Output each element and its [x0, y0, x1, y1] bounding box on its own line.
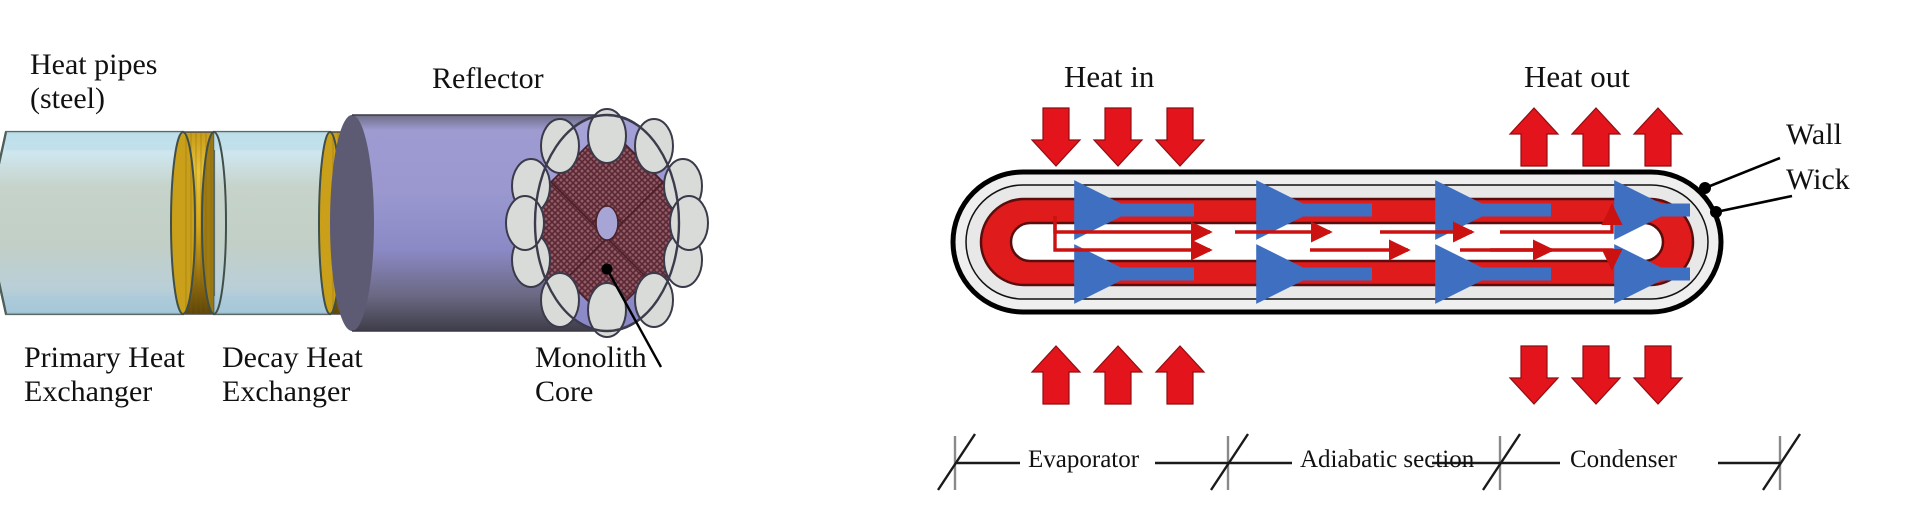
label-heat-out: Heat out [1524, 59, 1630, 94]
label-heat-pipes: Heat pipes (steel) [30, 48, 158, 115]
monolith-core-leader [601, 263, 663, 368]
heat-in-arrows-top [1030, 107, 1206, 167]
heat-in-arrows-bottom [1030, 345, 1206, 405]
label-decay-heat-exchanger: Decay Heat Exchanger [222, 341, 363, 408]
heat-out-arrows-top [1508, 107, 1684, 167]
heat-out-arrows-bottom [1508, 345, 1684, 405]
label-wall: Wall [1786, 118, 1842, 151]
primary-heat-exchanger-body [0, 130, 185, 316]
label-condenser: Condenser [1570, 446, 1677, 473]
pipe-vapor-core [1009, 221, 1665, 263]
label-reflector: Reflector [432, 62, 544, 95]
section-dimension-line [936, 433, 1802, 491]
vapor-flow-arrows [1053, 203, 1623, 271]
label-heat-in: Heat in [1064, 59, 1155, 94]
heat-pipe-body [950, 169, 1724, 315]
label-wick: Wick [1786, 163, 1850, 196]
label-primary-heat-exchanger: Primary Heat Exchanger [24, 341, 185, 408]
reactor-core-assembly [0, 108, 709, 368]
label-evaporator: Evaporator [1028, 446, 1140, 473]
wall-wick-leaders [1699, 156, 1793, 218]
monolith-core-cross-section [505, 108, 709, 338]
label-adiabatic-section: Adiabatic section [1300, 446, 1475, 473]
label-monolith-core: Monolith Core [535, 341, 647, 408]
